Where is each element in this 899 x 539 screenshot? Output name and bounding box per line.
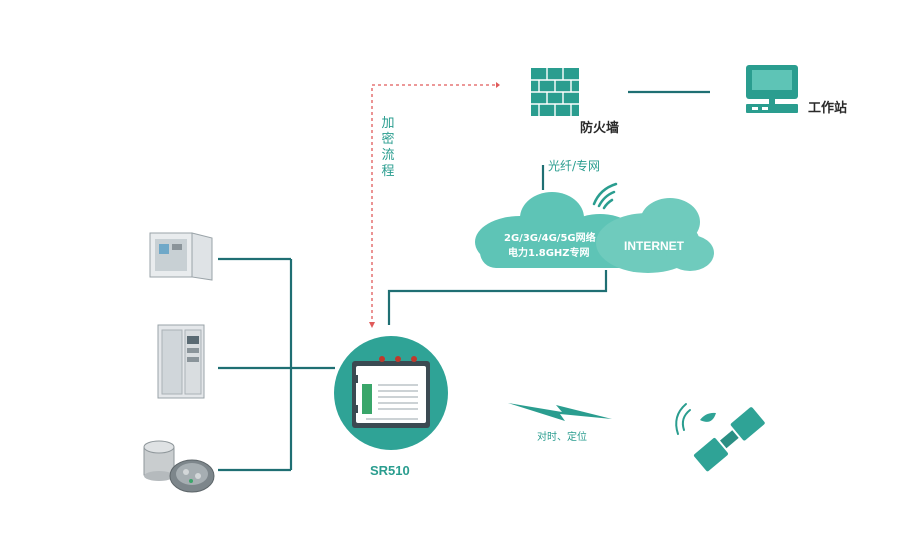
firewall-label: 防火墙 xyxy=(580,121,620,136)
fiber-link-label: 光纤/专网 xyxy=(548,159,601,173)
workstation-label: 工作站 xyxy=(808,101,848,116)
encrypted-route xyxy=(369,82,500,328)
connection-lines xyxy=(218,90,710,472)
cloud-network-label-2: 电力1.8GHZ专网 xyxy=(508,248,590,259)
timing-positioning-label: 对时、定位 xyxy=(537,432,587,443)
satellite-icon xyxy=(675,403,765,472)
wifi-signal-icon xyxy=(592,182,618,210)
cloud-icon xyxy=(475,192,714,273)
firewall-icon xyxy=(531,68,579,116)
workstation-icon xyxy=(746,65,798,113)
internet-label: INTERNET xyxy=(624,239,684,253)
ring-main-unit-icon xyxy=(143,440,215,493)
lightning-signal-icon xyxy=(508,403,612,421)
electrical-cabinet-icon xyxy=(149,232,213,281)
cloud-network-label-1: 2G/3G/4G/5G网络 xyxy=(504,233,596,244)
encrypted-flow-label: 加密流程 xyxy=(381,116,395,179)
tall-cabinet-icon xyxy=(157,324,205,399)
router-device xyxy=(334,336,448,450)
router-label: SR510 xyxy=(370,463,410,478)
